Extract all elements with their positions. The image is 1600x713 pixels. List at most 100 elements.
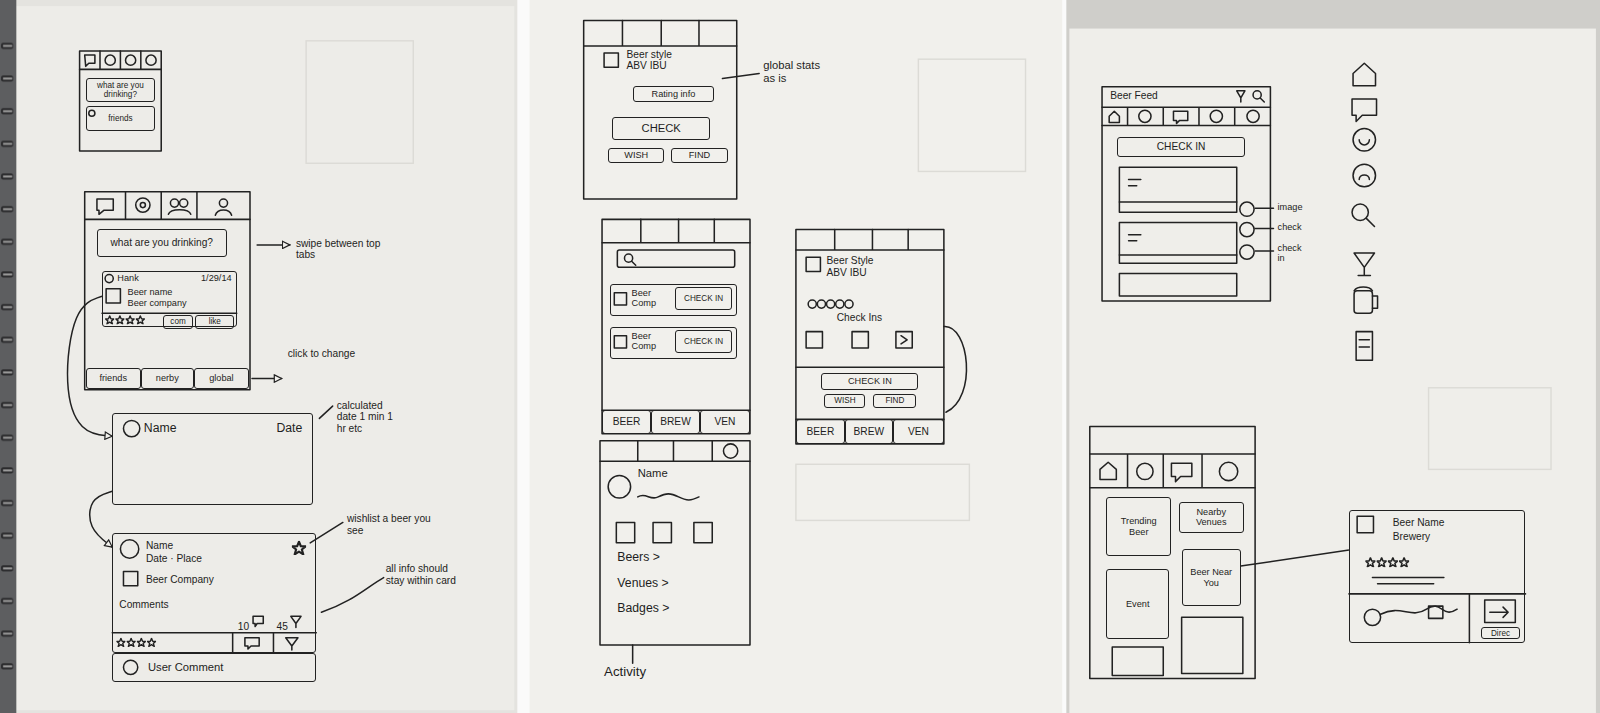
node-text: Date · Place	[146, 553, 202, 564]
node-text: Beer Comp	[632, 331, 671, 352]
node-text: BREW	[660, 416, 691, 427]
wireframe-sketch	[632, 645, 634, 663]
wireframe-sketch	[617, 250, 734, 267]
node-text: BEER	[807, 426, 835, 437]
wireframe-sketch	[1353, 164, 1375, 186]
wireframe-sketch	[136, 316, 145, 324]
node-text: CHECK IN	[1157, 141, 1206, 152]
node-text: CHECK IN	[684, 294, 723, 303]
wireframe-sketch	[170, 199, 178, 207]
tab-button: global	[194, 368, 249, 388]
action-button: FIND	[873, 394, 916, 408]
action-button: WISH	[608, 148, 664, 163]
rating-box: Rating info	[633, 86, 715, 102]
wireframe-sketch	[253, 616, 263, 626]
node-text: Beer Comp	[632, 288, 671, 309]
tile-box: Beer Near You	[1182, 549, 1241, 606]
wireframe-sketch	[1359, 175, 1369, 180]
screen-label: Beer Style ABV IBU	[827, 255, 894, 278]
wireframe-sketch	[1090, 427, 1255, 679]
annotation-note: image	[1278, 202, 1303, 212]
annotation-note: Activity	[604, 665, 646, 680]
wireframe-sketch	[1359, 140, 1369, 145]
wireframe-sketch	[1090, 454, 1255, 488]
menu-item: Beers >	[617, 551, 660, 565]
wireframe-sketch	[123, 571, 137, 585]
wireframe-sketch	[1182, 617, 1243, 673]
screen-label: Name	[638, 467, 668, 480]
action-button: FIND	[671, 148, 727, 163]
wireframe-sketch	[638, 494, 699, 500]
bleed-through	[796, 464, 969, 520]
paper-ground	[1069, 29, 1596, 713]
node-text: Brewery	[1393, 531, 1430, 542]
wireframe-sketch	[180, 199, 188, 207]
flow-arrow	[1241, 550, 1349, 566]
annotation-note: all info should stay within card	[386, 563, 459, 586]
node-text: Date	[276, 422, 302, 436]
node-text: FIND	[885, 396, 904, 405]
input-box: what are you drinking?	[97, 229, 227, 258]
wireframe-sketch	[1349, 578, 1526, 594]
tile-box: Event	[1106, 569, 1169, 638]
list-row: Beer Comp CHECK IN	[610, 284, 737, 317]
wireframe-sketch	[291, 616, 301, 627]
tab-button: nerby	[141, 368, 194, 388]
wireframe-sketch	[584, 20, 737, 46]
wireframe-sketch	[252, 378, 282, 380]
wireframe-sketch	[1490, 607, 1508, 617]
wireframe-sketch	[1171, 463, 1191, 481]
annotation-note: calculated date 1 min 1 hr etc	[337, 400, 396, 434]
wireframe-sketch	[1137, 463, 1153, 479]
wireframe-sketch	[1354, 291, 1372, 313]
wireframe-sketch	[257, 244, 290, 246]
paper-ground	[0, 0, 517, 713]
wireframe-sketch	[1100, 462, 1116, 479]
action-button: like	[195, 315, 234, 329]
wireframe-sketch	[852, 332, 868, 348]
wireframe-sketch	[112, 633, 316, 653]
wireframe-sketch	[80, 51, 162, 69]
node-text: BREW	[854, 426, 885, 437]
menu-item: Badges >	[617, 602, 669, 616]
wireframe-sketch	[1139, 110, 1151, 122]
node-text: VEN	[715, 416, 736, 427]
wireframe-sketch	[245, 638, 259, 649]
node-text: friends	[99, 373, 127, 383]
wireframe-sketch	[796, 230, 944, 444]
tab-button: friends	[86, 368, 141, 388]
node-text: like	[209, 317, 221, 326]
screen-title: Beer Feed	[1110, 90, 1158, 101]
popup-card: Beer NameBreweryDirec	[1349, 510, 1526, 643]
wireframe-sketch	[796, 367, 944, 419]
node-text: Beer name	[128, 287, 173, 297]
wireframe-sketch	[102, 312, 237, 314]
wireframe-sketch	[1119, 180, 1236, 202]
wireframe-sketch	[106, 289, 120, 303]
wireframe-sketch	[123, 660, 137, 674]
wireframe-sketch	[901, 336, 907, 344]
tab-button: BEER	[602, 410, 651, 433]
wireframe-sketch	[616, 522, 634, 542]
wireframe-sketch	[602, 219, 750, 433]
comment-row: User Comment	[112, 653, 316, 682]
node-text: what are you drinking?	[90, 81, 151, 99]
wireframe-sketch	[1112, 647, 1163, 676]
node-text: Name	[146, 540, 173, 551]
wireframe-sketch	[80, 20, 1526, 678]
tile-box: Trending Beer	[1106, 497, 1171, 556]
wireframe-sketch	[806, 257, 820, 271]
wireframe-sketch	[944, 326, 967, 412]
wireframe-sketch	[1119, 235, 1236, 255]
action-button: CHECK IN	[675, 287, 732, 309]
wireframe-sketch	[722, 73, 759, 78]
wireframe-sketch	[85, 55, 95, 66]
action-button: Direc	[1481, 627, 1520, 639]
node-text: Nearby Venues	[1183, 507, 1240, 528]
tab-button: VEN	[893, 419, 944, 443]
action-button: CHECK IN	[675, 330, 732, 352]
wireframe-sketch	[1240, 222, 1254, 236]
wireframe-sketch	[1237, 91, 1245, 102]
